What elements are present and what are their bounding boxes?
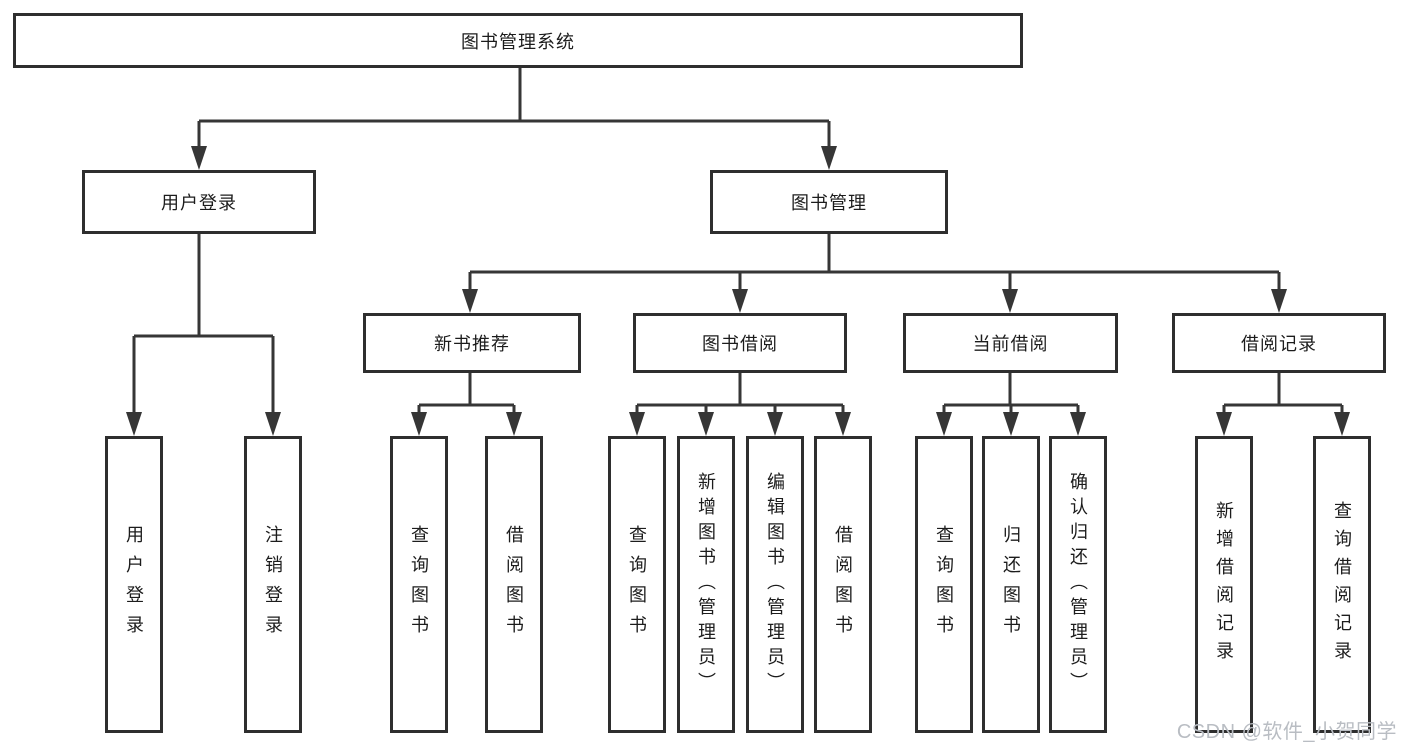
node-book-borrowing: 图书借阅 (633, 313, 847, 373)
node-label: 用户登录 (124, 524, 144, 645)
csdn-watermark: CSDN @软件_小贺同学 (1176, 721, 1397, 743)
node-user-login-group: 用户登录 (82, 170, 316, 234)
node-label: 图书管理 (791, 193, 867, 213)
leaf-borrow-books-borrowing: 借阅图书 (814, 436, 872, 733)
leaf-logout: 注销登录 (244, 436, 302, 733)
node-library-system: 图书管理系统 (13, 13, 1023, 68)
node-label: 确认归还（管理员） (1068, 472, 1088, 697)
leaf-borrow-books-recommend: 借阅图书 (485, 436, 543, 733)
leaf-query-books-borrowing: 查询图书 (608, 436, 666, 733)
node-label: 图书借阅 (702, 334, 778, 354)
leaf-add-borrow-record: 新增借阅记录 (1195, 436, 1253, 733)
node-label: 查询图书 (409, 524, 429, 645)
node-book-management: 图书管理 (710, 170, 948, 234)
node-label: 查询借阅记录 (1332, 500, 1352, 669)
leaf-add-book-admin: 新增图书（管理员） (677, 436, 735, 733)
node-label: 用户登录 (161, 193, 237, 213)
leaf-query-borrow-record: 查询借阅记录 (1313, 436, 1371, 733)
node-new-book-recommend: 新书推荐 (363, 313, 581, 373)
leaf-query-books-recommend: 查询图书 (390, 436, 448, 733)
node-label: 编辑图书（管理员） (765, 472, 785, 697)
node-current-borrowing: 当前借阅 (903, 313, 1118, 373)
leaf-confirm-return-admin: 确认归还（管理员） (1049, 436, 1107, 733)
node-label: 当前借阅 (972, 334, 1049, 354)
node-label: 新增借阅记录 (1214, 500, 1234, 669)
tree-edges (132, 68, 1344, 413)
node-label: 借阅图书 (504, 524, 524, 645)
node-label: 查询图书 (934, 524, 954, 645)
node-label: 借阅图书 (833, 524, 853, 645)
leaf-return-book: 归还图书 (982, 436, 1040, 733)
arrowheads (126, 146, 1350, 436)
node-label: 图书管理系统 (461, 31, 575, 52)
leaf-user-login: 用户登录 (105, 436, 163, 733)
node-label: 新书推荐 (434, 334, 510, 354)
node-label: 查询图书 (627, 524, 647, 645)
node-label: 注销登录 (263, 524, 283, 645)
node-borrowing-records: 借阅记录 (1172, 313, 1386, 373)
node-label: 借阅记录 (1241, 334, 1317, 354)
node-label: 归还图书 (1001, 524, 1021, 645)
node-label: 新增图书（管理员） (696, 472, 716, 697)
leaf-edit-book-admin: 编辑图书（管理员） (746, 436, 804, 733)
leaf-query-books-current: 查询图书 (915, 436, 973, 733)
